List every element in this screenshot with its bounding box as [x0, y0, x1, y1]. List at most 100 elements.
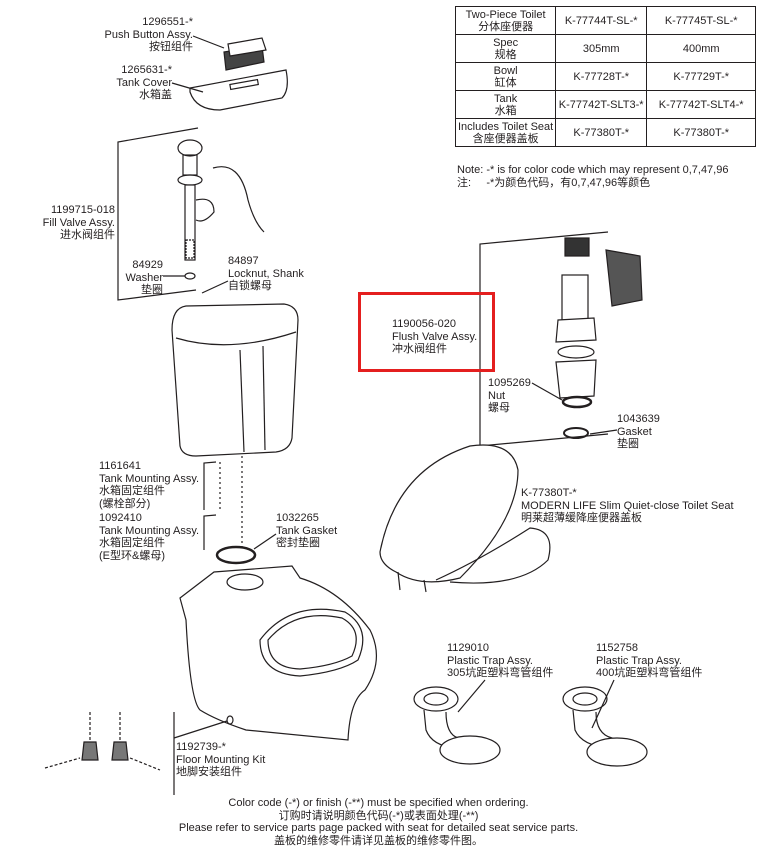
part-name-cn: 水箱固定组件	[99, 537, 165, 549]
part-number: 1161641	[99, 460, 142, 472]
footer-line: 盖板的维修零件请详见盖板的维修零件图。	[274, 834, 483, 847]
part-name-cn: 自锁螺母	[228, 280, 272, 292]
note-cn: 注: -*为颜色代码，有0,7,47,96等颜色	[457, 176, 651, 189]
highlight-box	[358, 292, 495, 372]
part-name-cn: 进水阀组件	[60, 229, 115, 241]
row-label: Bowl	[493, 64, 518, 77]
cell: K-77380T-*	[555, 118, 648, 147]
part-name: Fill Valve Assy.	[42, 216, 115, 229]
part-name-cn: 垫圈	[141, 284, 163, 296]
label-tank-cover: 1265631-* Tank Cover 水箱盖	[116, 64, 172, 102]
label-trap-400: 1152758 Plastic Trap Assy. 400坑距塑料弯管组件	[596, 642, 702, 680]
trap-305-part	[413, 686, 501, 765]
label-tank-mounting-e: 1092410 Tank Mounting Assy. 水箱固定组件 (E型环&…	[99, 512, 199, 562]
part-name: Plastic Trap Assy.	[447, 654, 533, 667]
cell: K-77745T-SL-*	[646, 6, 757, 35]
cell: K-77728T-*	[555, 62, 648, 91]
part-number: 1190056-020	[392, 318, 457, 330]
part-number: 1296551-*	[142, 16, 193, 28]
floor-mounting-parts	[44, 712, 161, 771]
label-fill-valve: 1199715-018 Fill Valve Assy. 进水阀组件	[43, 204, 115, 242]
part-number: 1043639	[617, 413, 660, 425]
bowl-part	[179, 565, 378, 741]
row-label-cn: 水箱	[494, 104, 517, 117]
flush-valve-part	[555, 237, 643, 409]
part-number: K-77380T-*	[521, 487, 577, 499]
gasket-part	[563, 427, 589, 439]
label-floor-mounting-kit: 1192739-* Floor Mounting Kit 地脚安装组件	[176, 741, 265, 779]
part-name: MODERN LIFE Slim Quiet-close Toilet Seat	[521, 499, 734, 512]
part-name: Gasket	[617, 425, 652, 438]
part-name: Floor Mounting Kit	[176, 753, 266, 766]
footer-notes: Color code (-*) or finish (-**) must be …	[0, 797, 757, 847]
part-name: Tank Mounting Assy.	[99, 472, 200, 485]
part-number: 1129010	[447, 642, 490, 654]
part-name-cn: 密封垫圈	[276, 537, 320, 549]
trap-400-part	[562, 686, 648, 767]
label-tank-gasket: 1032265 Tank Gasket 密封垫圈	[276, 512, 337, 550]
row-label: Two-Piece Toilet	[465, 8, 546, 21]
part-name-cn: 按钮组件	[149, 41, 193, 53]
row-label-cn: 规格	[494, 48, 517, 61]
part-sub-cn: (螺栓部分)	[99, 497, 151, 510]
part-name-cn: 垫圈	[617, 438, 639, 450]
cell: K-77742T-SLT4-*	[646, 90, 757, 119]
row-label: Includes Toilet Seat	[458, 120, 554, 133]
part-name: Washer	[125, 271, 164, 284]
table-note: Note: -* is for color code which may rep…	[457, 164, 728, 189]
tank-gasket-part	[215, 545, 257, 565]
label-trap-305: 1129010 Plastic Trap Assy. 305坑距塑料弯管组件	[447, 642, 553, 680]
push-button-part	[223, 37, 267, 71]
part-number: 1032265	[276, 512, 319, 524]
part-name-cn: 水箱固定组件	[99, 485, 165, 497]
footer-line: Color code (-*) or finish (-**) must be …	[228, 797, 529, 809]
part-number: 1192739-*	[176, 741, 226, 753]
row-label-cn: 缸体	[494, 76, 517, 89]
washer-part	[184, 272, 196, 280]
part-sub-cn: (E型环&螺母)	[99, 549, 165, 562]
part-name-cn: 明莱超薄缓降座便器盖板	[521, 512, 642, 524]
cell: K-77744T-SL-*	[555, 6, 648, 35]
cell: K-77742T-SLT3-*	[555, 90, 648, 119]
label-tank-mounting-bolts: 1161641 Tank Mounting Assy. 水箱固定组件 (螺栓部分…	[99, 460, 199, 510]
part-number: 84929	[132, 259, 163, 271]
label-flush-valve: 1190056-020 Flush Valve Assy. 冲水阀组件	[392, 318, 477, 356]
part-name-cn: 水箱盖	[139, 89, 172, 101]
part-number: 84897	[228, 255, 259, 267]
label-gasket: 1043639 Gasket 垫圈	[617, 413, 660, 451]
cell: K-77380T-*	[646, 118, 757, 147]
part-name: Nut	[488, 389, 506, 402]
part-name: Tank Cover	[116, 76, 172, 89]
footer-line: Please refer to service parts page packe…	[178, 822, 579, 835]
fill-tube	[212, 166, 265, 233]
part-name-cn: 305坑距塑料弯管组件	[447, 667, 554, 679]
cell: 305mm	[555, 34, 648, 63]
part-name-cn: 冲水阀组件	[392, 343, 447, 355]
fill-valve-part	[177, 139, 215, 261]
part-name: Plastic Trap Assy.	[596, 654, 682, 667]
label-locknut: 84897 Locknut, Shank 自锁螺母	[228, 255, 304, 293]
cell: K-77729T-*	[646, 62, 757, 91]
label-nut: 1095269 Nut 螺母	[488, 377, 531, 415]
part-number: 1095269	[488, 377, 531, 389]
tank-part	[171, 303, 299, 457]
row-label-cn: 含座便器盖板	[472, 132, 539, 145]
part-number: 1092410	[99, 512, 142, 524]
part-name-cn: 400坑距塑料弯管组件	[596, 667, 703, 679]
toilet-seat-part	[379, 444, 551, 593]
part-name: Push Button Assy.	[104, 28, 193, 41]
part-name: Tank Gasket	[276, 524, 338, 537]
part-number: 1152758	[596, 642, 639, 654]
row-label: Tank	[493, 92, 518, 105]
tank-bolt-parts	[219, 456, 243, 548]
footer-line: 订购时请说明颜色代码(-*)或表面处理(-**)	[278, 809, 479, 822]
label-push-button: 1296551-* Push Button Assy. 按钮组件	[105, 16, 193, 54]
part-number: 1265631-*	[121, 64, 172, 76]
